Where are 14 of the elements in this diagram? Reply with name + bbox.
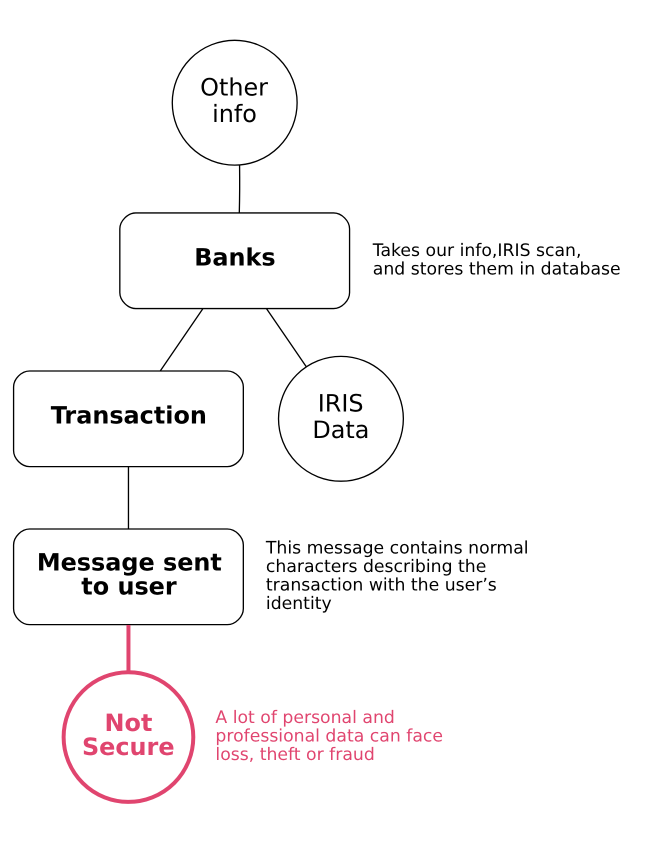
- node-label: Takes our info,IRIS scan, and stores them in database: [372, 240, 621, 280]
- node-box: Transaction: [12, 370, 244, 468]
- node-circle: Other info: [172, 40, 298, 166]
- node-circle: Not Secure: [62, 670, 196, 804]
- node-box: Message sent to user: [12, 528, 244, 626]
- connector: [160, 308, 204, 372]
- node-label: This message contains normal characters describing the transaction with the user’s identity: [266, 538, 529, 614]
- connector: [128, 466, 130, 529]
- connector: [126, 625, 130, 672]
- connector: [238, 165, 240, 213]
- node-label: A lot of personal and professional data can face loss, theft or fraud: [215, 708, 444, 766]
- connector: [266, 308, 307, 367]
- node-box: Banks: [119, 212, 350, 310]
- node-circle: IRIS Data: [278, 356, 404, 482]
